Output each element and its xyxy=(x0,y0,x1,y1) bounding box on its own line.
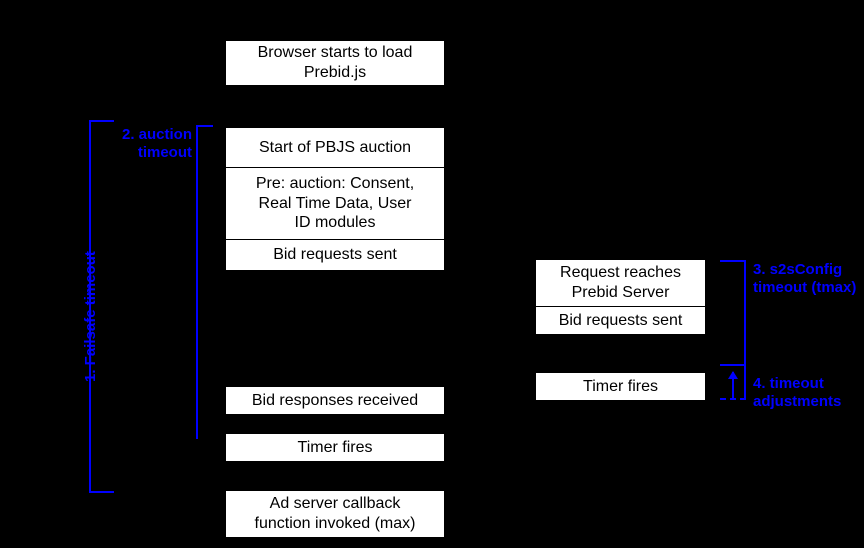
node-ad-server-callback-label: Ad server callback function invoked (max… xyxy=(254,495,416,532)
annotation-failsafe-timeout: 1. Failsafe timeout xyxy=(82,251,99,382)
node-pre-auction-modules-label: Pre: auction: Consent, Real Time Data, U… xyxy=(255,175,415,232)
annotation-auction-timeout: 2. auction timeout xyxy=(121,126,192,161)
node-start-of-pbjs-auction-label: Start of PBJS auction xyxy=(258,138,412,156)
annotation-s2sconfig-timeout: 3. s2sConfig timeout (tmax) xyxy=(753,261,857,296)
node-timer-fires-server: Timer fires xyxy=(535,372,706,401)
node-bid-responses-received: Bid responses received xyxy=(225,386,445,415)
failsafe-bracket-tick-bottom xyxy=(89,491,114,493)
node-browser-load-label: Browser starts to load Prebid.js xyxy=(257,44,413,81)
node-timer-fires-server-label: Timer fires xyxy=(583,377,658,395)
node-request-reaches-prebid-server-label: Request reaches Prebid Server xyxy=(560,264,681,301)
node-pre-auction-modules: Pre: auction: Consent, Real Time Data, U… xyxy=(226,167,444,239)
node-ad-server-callback: Ad server callback function invoked (max… xyxy=(225,490,445,538)
node-timer-fires-client-label: Timer fires xyxy=(297,438,373,456)
node-bid-requests-sent-client: Bid requests sent xyxy=(226,239,444,270)
timeout-adjust-spine xyxy=(744,364,746,399)
timeout-adjust-baseline-dashed xyxy=(720,398,746,400)
node-group-prebid-server: Request reaches Prebid Server Bid reques… xyxy=(535,259,706,335)
failsafe-bracket-spine xyxy=(89,120,91,493)
node-bid-responses-received-label: Bid responses received xyxy=(251,391,419,409)
node-request-reaches-prebid-server: Request reaches Prebid Server xyxy=(536,260,705,306)
node-bid-requests-sent-server-label: Bid requests sent xyxy=(558,311,683,329)
s2s-bracket-tick-top xyxy=(720,260,746,262)
s2s-bracket-tick-bottom xyxy=(720,364,746,366)
node-bid-requests-sent-server: Bid requests sent xyxy=(536,306,705,334)
timeout-adjust-arrow-icon xyxy=(728,371,738,399)
node-timer-fires-client: Timer fires xyxy=(225,433,445,462)
node-start-of-pbjs-auction: Start of PBJS auction xyxy=(226,128,444,167)
auction-bracket-spine xyxy=(196,125,198,439)
s2s-bracket-spine xyxy=(744,260,746,366)
auction-bracket-tick-top xyxy=(196,125,213,127)
node-group-pbjs-auction: Start of PBJS auction Pre: auction: Cons… xyxy=(225,127,445,271)
failsafe-bracket-tick-top xyxy=(89,120,114,122)
annotation-timeout-adjustments: 4. timeout adjustments xyxy=(753,375,842,410)
node-browser-load: Browser starts to load Prebid.js xyxy=(225,40,445,86)
node-bid-requests-sent-client-label: Bid requests sent xyxy=(273,246,397,264)
